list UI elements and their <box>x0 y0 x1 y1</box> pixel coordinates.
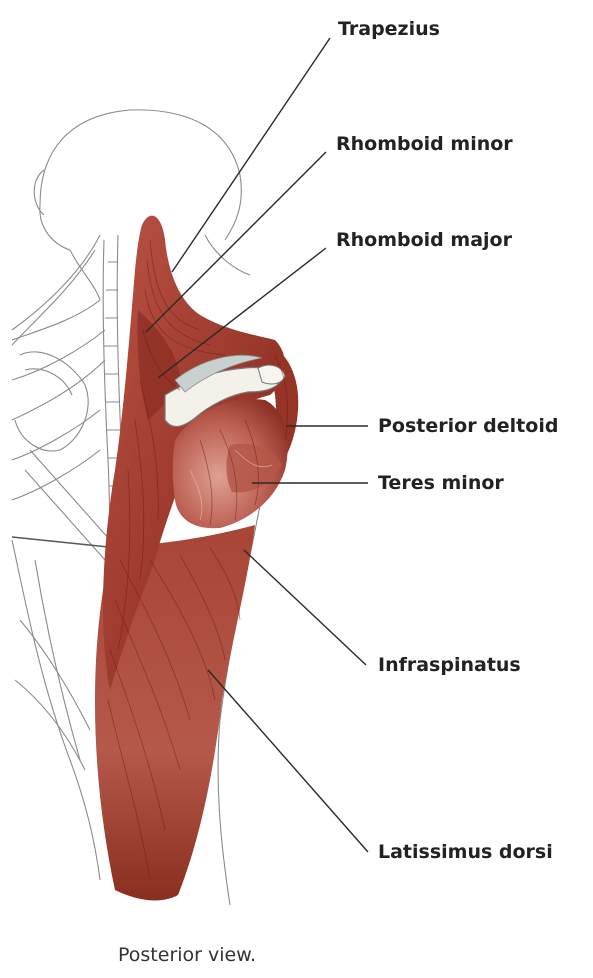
leader-infraspinatus <box>244 550 366 665</box>
label-trapezius: Trapezius <box>338 18 440 40</box>
label-posterior-deltoid: Posterior deltoid <box>378 415 558 437</box>
leader-rhomboid-minor <box>146 152 326 332</box>
label-rhomboid-minor: Rhomboid minor <box>336 133 513 155</box>
leader-latissimus-dorsi <box>208 670 368 852</box>
figure-caption: Posterior view. <box>118 944 256 966</box>
label-teres-minor: Teres minor <box>378 472 504 494</box>
shoulder-muscles <box>95 216 298 901</box>
label-infraspinatus: Infraspinatus <box>378 654 521 676</box>
label-latissimus-dorsi: Latissimus dorsi <box>378 841 553 863</box>
leader-trapezius <box>172 38 330 272</box>
label-rhomboid-major: Rhomboid major <box>336 229 513 251</box>
